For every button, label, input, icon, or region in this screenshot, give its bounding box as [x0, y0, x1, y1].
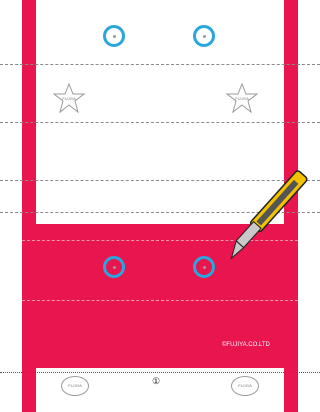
star-label: FUJIYA [52, 96, 86, 101]
utility-knife-icon [196, 170, 320, 280]
punch-hole-ring-icon [103, 256, 125, 278]
band-cut-line [22, 300, 298, 301]
cut-line [0, 122, 320, 123]
cut-line [0, 64, 320, 65]
punch-hole-ring-icon [103, 25, 125, 47]
badge-label: FUJIYA [232, 383, 258, 388]
badge-label: FUJIYA [62, 383, 88, 388]
star-label: FUJIYA [225, 96, 259, 101]
star-outline-icon: FUJIYA [225, 82, 259, 114]
round-logo-badge-icon: FUJIYA [61, 376, 89, 396]
page-number: ① [152, 376, 160, 387]
star-outline-icon: FUJIYA [52, 82, 86, 114]
punch-hole-ring-icon [193, 25, 215, 47]
fold-line [0, 372, 320, 373]
round-logo-badge-icon: FUJIYA [231, 376, 259, 396]
copyright-text: ©FUJIYA.CO.LTD [222, 342, 270, 348]
